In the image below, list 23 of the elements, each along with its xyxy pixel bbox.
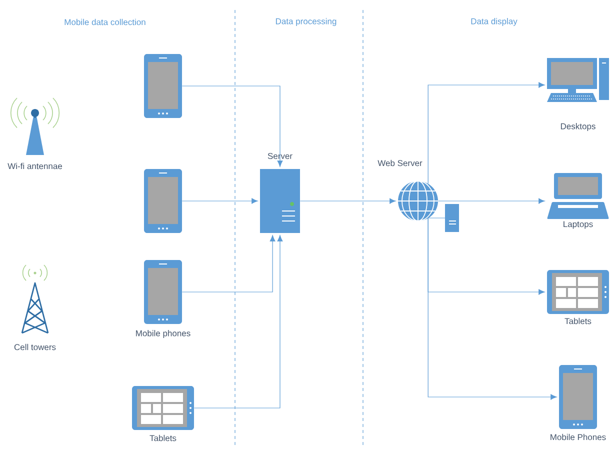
phone-icon <box>144 169 182 233</box>
arrow <box>194 235 283 408</box>
arrow <box>428 82 545 184</box>
device-label: Wi-fi antennae <box>8 162 62 170</box>
section-heading: Data display <box>471 18 518 26</box>
device-label: Tablets <box>564 318 592 324</box>
section-heading: Data processing <box>276 18 336 26</box>
arrow <box>300 198 396 204</box>
arrow <box>428 218 557 400</box>
phone-icon <box>144 54 182 118</box>
device-label: Desktops <box>560 123 596 131</box>
device-label: Laptops <box>564 221 593 229</box>
device-label: Mobile Phones <box>550 434 606 440</box>
arrow <box>182 198 258 204</box>
device-label: Web Server <box>378 160 422 166</box>
device-label: Tablets <box>150 434 176 442</box>
device-label: Mobile phones <box>136 330 190 338</box>
arrow <box>438 198 545 204</box>
device-label: Cell towers <box>14 344 56 350</box>
arrow <box>182 86 283 167</box>
device-label: Server <box>268 153 292 159</box>
arrow <box>182 235 276 292</box>
section-heading: Mobile data collection <box>64 18 146 26</box>
